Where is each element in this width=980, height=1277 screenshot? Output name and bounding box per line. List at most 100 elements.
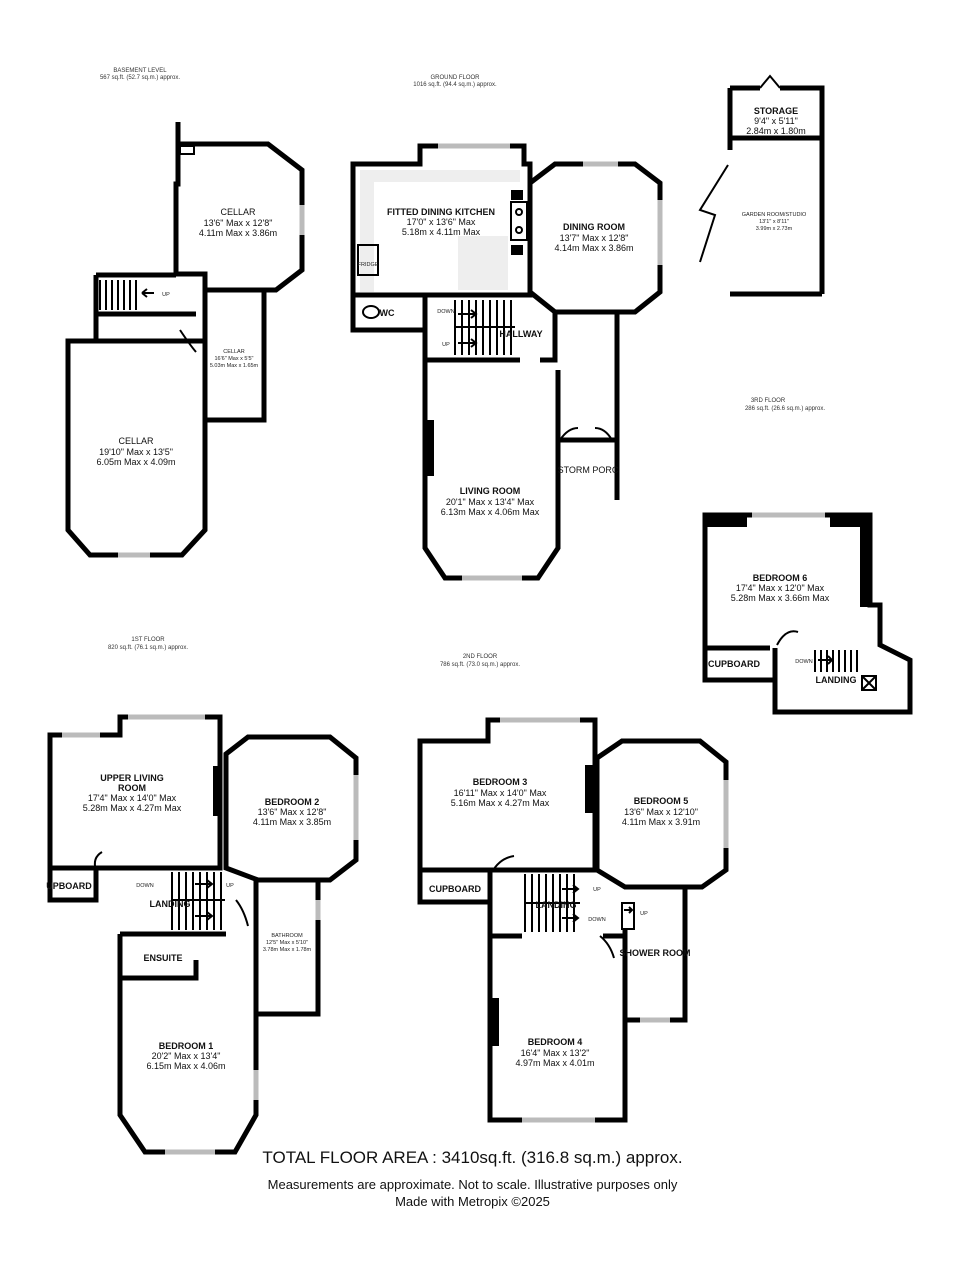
- stair-up-arrow: [458, 338, 478, 348]
- first-floor-title: 1ST FLOOR: [131, 637, 165, 643]
- living-room-name: LIVING ROOM: [460, 486, 521, 496]
- upper-living-imperial: 17'4" Max x 14'0" Max: [88, 793, 177, 803]
- ground-down-label: DOWN: [437, 309, 454, 315]
- basement-up-label: UP: [162, 292, 170, 298]
- second-floor-title: 2ND FLOOR: [463, 654, 498, 660]
- cellar-small-metric: 5.03m Max x 1.65m: [210, 363, 259, 369]
- bedroom-4-name: BEDROOM 4: [528, 1037, 583, 1047]
- bedroom-5-metric: 4.11m Max x 3.91m: [622, 817, 700, 827]
- bedroom-2-metric: 4.11m Max x 3.85m: [253, 817, 331, 827]
- second-door-swing: [491, 855, 515, 873]
- bedroom-4-chimney: [490, 998, 499, 1046]
- cellar-top-imperial: 13'6" Max x 12'8": [204, 218, 273, 228]
- first-landing-label: LANDING: [150, 899, 191, 909]
- bathroom-door-swing: [235, 899, 249, 927]
- basement-stair-walls: [93, 272, 196, 340]
- bedroom-1-metric: 6.15m Max x 4.06m: [146, 1061, 225, 1071]
- second-floor-area: 786 sq.ft. (73.0 sq.m.) approx.: [440, 662, 520, 668]
- outbuilding: STORAGE 9'4" x 5'11" 2.84m x 1.80m GARDE…: [698, 74, 825, 297]
- shower-room-walls: [622, 884, 688, 1023]
- second-up-label: UP: [593, 887, 601, 893]
- garden-room-bifold: [698, 164, 729, 263]
- second-small-up-label: UP: [640, 911, 648, 917]
- third-floor: 3RD FLOOR 286 sq.ft. (26.6 sq.m.) approx…: [702, 398, 913, 715]
- third-floor-stairs: [814, 650, 858, 672]
- hob-ring-icon: [515, 208, 523, 216]
- bedroom-6-eaves-side: [860, 527, 872, 607]
- wc-label: WC: [380, 308, 395, 318]
- ground-floor-area: 1016 sq.ft. (94.4 sq.m.) approx.: [413, 82, 497, 88]
- cellar-top-fixture: [179, 145, 195, 155]
- storage-metric: 2.84m x 1.80m: [746, 126, 806, 136]
- bedroom-5-walls: [594, 738, 729, 890]
- kitchen-name: FITTED DINING KITCHEN: [387, 207, 495, 217]
- cellar-top-name: CELLAR: [220, 207, 256, 217]
- hallway-label: HALLWAY: [499, 329, 542, 339]
- third-door-swing: [776, 630, 799, 646]
- basement-stairs: [99, 280, 137, 310]
- first-floor-stairs: [171, 872, 225, 930]
- bedroom-1-imperial: 20'2" Max x 13'4": [152, 1051, 221, 1061]
- shower-door-swing: [599, 935, 615, 959]
- ensuite-label: ENSUITE: [143, 953, 182, 963]
- bedroom-4-walls: [487, 902, 628, 1123]
- first-cupboard-label: UPBOARD: [46, 881, 92, 891]
- storage-walls: [727, 85, 825, 294]
- skylight-cross-icon: [861, 675, 877, 691]
- first-floor-area: 820 sq.ft. (76.1 sq.m.) approx.: [108, 645, 188, 651]
- first-stair-up-arrow: [195, 879, 214, 889]
- ground-floor-title: GROUND FLOOR: [430, 75, 480, 81]
- cellar-small-imperial: 16'6" Max x 5'5": [214, 356, 253, 362]
- bedroom-2-walls: [223, 734, 359, 883]
- basement-door-swing: [179, 329, 197, 353]
- second-small-arrow: [624, 906, 634, 914]
- living-room-metric: 6.13m Max x 4.06m Max: [441, 507, 540, 517]
- garden-room-name: GARDEN ROOM/STUDIO: [742, 212, 807, 218]
- bedroom-3-name: BEDROOM 3: [473, 777, 528, 787]
- bedroom-2-imperial: 13'6" Max x 12'8": [258, 807, 327, 817]
- cellar-main-imperial: 19'10" Max x 13'5": [99, 447, 173, 457]
- third-floor-title: 3RD FLOOR: [751, 398, 786, 404]
- storm-porch-label: STORM PORC: [558, 465, 619, 475]
- third-floor-area: 286 sq.ft. (26.6 sq.m.) approx.: [745, 406, 825, 412]
- first-down-label: DOWN: [136, 883, 153, 889]
- bedroom-3-imperial: 16'11" Max x 14'0" Max: [454, 788, 547, 798]
- cellar-top-walls: [173, 122, 305, 293]
- bedroom-6-walls: [702, 512, 913, 715]
- kitchen-chimney-bottom: [511, 245, 523, 255]
- bedroom-2-name: BEDROOM 2: [265, 797, 320, 807]
- third-cupboard-label: CUPBOARD: [708, 659, 761, 669]
- storage-name: STORAGE: [754, 106, 798, 116]
- total-floor-area: TOTAL FLOOR AREA : 3410sq.ft. (316.8 sq.…: [262, 1148, 683, 1167]
- first-door-swing: [93, 851, 103, 871]
- dining-room-metric: 4.14m Max x 3.86m: [554, 243, 633, 253]
- skylight-icon: [861, 675, 877, 691]
- second-stair-up-arrow: [562, 884, 580, 894]
- upper-living-name-2: ROOM: [118, 783, 146, 793]
- living-chimney: [426, 420, 434, 476]
- bedroom-5-imperial: 13'6" Max x 12'10": [624, 807, 698, 817]
- third-cupboard-walls: [705, 645, 778, 680]
- upper-living-chimney: [213, 766, 222, 816]
- bedroom-6-metric: 5.28m Max x 3.66m Max: [731, 593, 830, 603]
- storage-door: [759, 74, 781, 89]
- bedroom-6-imperial: 17'4" Max x 12'0" Max: [736, 583, 825, 593]
- basement-stair-arrow: [141, 288, 154, 298]
- cellar-small-walls: [202, 290, 267, 423]
- bedroom-3-metric: 5.16m Max x 4.27m Max: [451, 798, 550, 808]
- dining-room-name: DINING ROOM: [563, 222, 625, 232]
- cellar-small-name: CELLAR: [223, 349, 244, 355]
- second-landing-label: LANDING: [536, 900, 577, 910]
- shower-room-label: SHOWER ROOM: [620, 948, 691, 958]
- upper-living-metric: 5.28m Max x 4.27m Max: [83, 803, 182, 813]
- ground-up-label: UP: [442, 342, 450, 348]
- first-cupboard-walls: [47, 868, 99, 903]
- bedroom-6-eaves-left: [705, 515, 747, 527]
- second-cupboard-label: CUPBOARD: [429, 884, 482, 894]
- wc-toilet-icon: [362, 305, 380, 319]
- living-room-imperial: 20'1" Max x 13'4" Max: [446, 497, 535, 507]
- bedroom-1-name: BEDROOM 1: [159, 1041, 214, 1051]
- first-up-label: UP: [226, 883, 234, 889]
- cellar-top-metric: 4.11m Max x 3.86m: [199, 228, 277, 238]
